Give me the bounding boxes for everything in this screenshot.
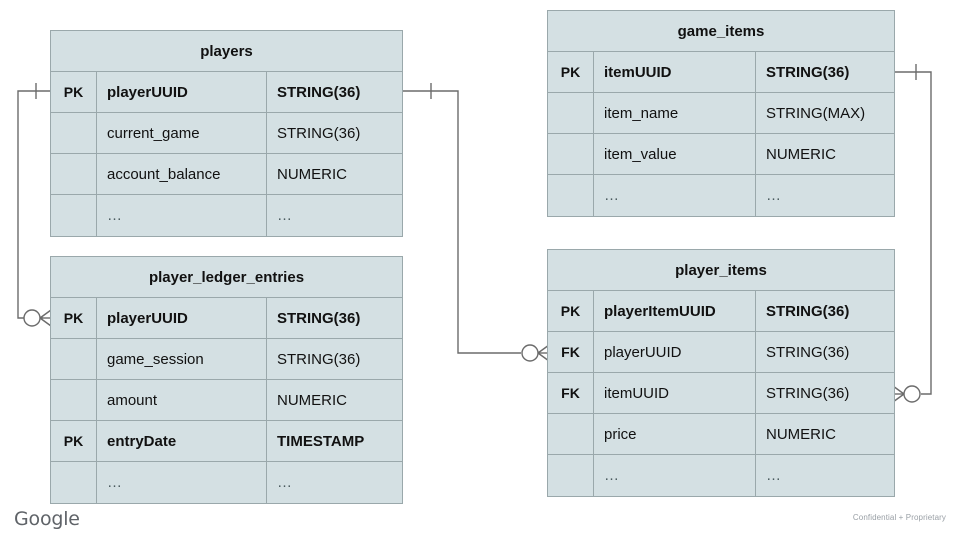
column-type: STRING(36) xyxy=(277,309,361,327)
column-name: itemUUID xyxy=(594,373,756,413)
entity-table-player-ledger-entries[interactable]: player_ledger_entries PK playerUUID STRI… xyxy=(50,256,403,504)
column-key: PK xyxy=(51,421,97,461)
column-key xyxy=(51,339,97,379)
column-type: NUMERIC xyxy=(277,165,347,183)
connector-game-items-to-player-items xyxy=(892,64,932,403)
entity-title-player-ledger-entries: player_ledger_entries xyxy=(51,257,402,298)
entity-title-players: players xyxy=(51,31,402,72)
column-name: playerUUID xyxy=(97,298,267,338)
entity-title-player-items: player_items xyxy=(548,250,894,291)
column-type: STRING(36) xyxy=(766,302,850,320)
column-key: FK xyxy=(548,332,594,372)
table-row[interactable]: … … xyxy=(51,195,402,236)
table-row[interactable]: amount NUMERIC xyxy=(51,380,402,421)
column-type: NUMERIC xyxy=(766,425,836,443)
column-type: STRING(36) xyxy=(277,350,361,368)
column-key: FK xyxy=(548,373,594,413)
connector-players-to-ledger xyxy=(17,83,52,327)
column-key xyxy=(548,175,594,216)
column-name: price xyxy=(594,414,756,454)
column-key xyxy=(51,113,97,153)
column-key: PK xyxy=(51,298,97,338)
table-row[interactable]: item_name STRING(MAX) xyxy=(548,93,894,134)
entity-table-player-items[interactable]: player_items PK playerItemUUID STRING(36… xyxy=(547,249,895,497)
column-type: … xyxy=(766,187,782,204)
column-key xyxy=(548,455,594,496)
google-logo: Google xyxy=(14,508,80,530)
column-name: item_name xyxy=(594,93,756,133)
column-name: itemUUID xyxy=(594,52,756,92)
table-row[interactable]: item_value NUMERIC xyxy=(548,134,894,175)
column-name: playerUUID xyxy=(594,332,756,372)
table-row[interactable]: … … xyxy=(548,455,894,496)
column-name: game_session xyxy=(97,339,267,379)
column-type: STRING(36) xyxy=(766,343,850,361)
table-row[interactable]: … … xyxy=(51,462,402,503)
entity-title-game-items: game_items xyxy=(548,11,894,52)
connector-players-to-player-items xyxy=(403,83,550,362)
entity-table-game-items[interactable]: game_items PK itemUUID STRING(36) item_n… xyxy=(547,10,895,217)
confidentiality-note: Confidential + Proprietary xyxy=(852,513,946,522)
column-name: entryDate xyxy=(97,421,267,461)
column-key xyxy=(548,414,594,454)
column-type: … xyxy=(766,467,782,484)
cardinality-many-crowsfoot xyxy=(39,309,52,327)
column-type: NUMERIC xyxy=(766,145,836,163)
column-key xyxy=(51,195,97,236)
table-row[interactable]: … … xyxy=(548,175,894,216)
column-name: … xyxy=(97,462,267,503)
column-type: STRING(MAX) xyxy=(766,104,866,122)
column-name: amount xyxy=(97,380,267,420)
column-type: STRING(36) xyxy=(277,83,361,101)
column-key xyxy=(51,380,97,420)
table-row[interactable]: price NUMERIC xyxy=(548,414,894,455)
column-name: playerItemUUID xyxy=(594,291,756,331)
column-key: PK xyxy=(548,52,594,92)
column-name: item_value xyxy=(594,134,756,174)
column-type: STRING(36) xyxy=(766,384,850,402)
column-name: … xyxy=(97,195,267,236)
column-name: … xyxy=(594,455,756,496)
table-row[interactable]: current_game STRING(36) xyxy=(51,113,402,154)
column-name: account_balance xyxy=(97,154,267,194)
table-row[interactable]: FK playerUUID STRING(36) xyxy=(548,332,894,373)
column-name: current_game xyxy=(97,113,267,153)
column-type: STRING(36) xyxy=(277,124,361,142)
column-type: NUMERIC xyxy=(277,391,347,409)
column-key xyxy=(51,154,97,194)
table-row[interactable]: PK entryDate TIMESTAMP xyxy=(51,421,402,462)
cardinality-zero-circle xyxy=(903,385,921,403)
table-row[interactable]: game_session STRING(36) xyxy=(51,339,402,380)
column-key: PK xyxy=(548,291,594,331)
column-type: … xyxy=(277,207,293,224)
table-row[interactable]: PK playerItemUUID STRING(36) xyxy=(548,291,894,332)
table-row[interactable]: PK playerUUID STRING(36) xyxy=(51,298,402,339)
entity-table-players[interactable]: players PK playerUUID STRING(36) current… xyxy=(50,30,403,237)
column-key xyxy=(51,462,97,503)
column-type: … xyxy=(277,474,293,491)
cardinality-zero-circle xyxy=(23,309,41,327)
column-name: playerUUID xyxy=(97,72,267,112)
column-key xyxy=(548,134,594,174)
column-key: PK xyxy=(51,72,97,112)
table-row[interactable]: PK playerUUID STRING(36) xyxy=(51,72,402,113)
column-name: … xyxy=(594,175,756,216)
column-type: TIMESTAMP xyxy=(277,432,365,450)
table-row[interactable]: account_balance NUMERIC xyxy=(51,154,402,195)
column-key xyxy=(548,93,594,133)
table-row[interactable]: FK itemUUID STRING(36) xyxy=(548,373,894,414)
table-row[interactable]: PK itemUUID STRING(36) xyxy=(548,52,894,93)
column-type: STRING(36) xyxy=(766,63,850,81)
cardinality-zero-circle xyxy=(521,344,539,362)
